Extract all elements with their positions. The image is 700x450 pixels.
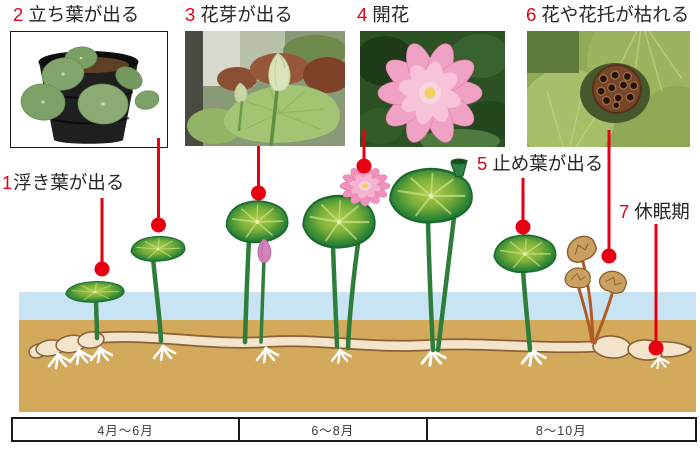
standing-leaf [129,234,187,264]
timeline-table: 4月〜6月 6〜8月 8〜10月 [11,417,697,442]
plant-stems [93,173,533,353]
leaf-pads [64,165,558,305]
stem-stage-5-leaf [425,217,436,353]
leaf-stage-3 [223,197,291,246]
photo-open-bloom [360,31,505,147]
stage-text: 開花 [372,4,410,25]
photo-flower-bud [185,31,345,146]
stage-number: 1 [2,172,13,193]
stopping-leaf [492,232,558,275]
timeline-period-2: 6〜8月 [238,419,426,440]
stem-stage-2 [150,255,164,344]
stage-number: 2 [13,4,24,25]
seed-pod [450,158,468,178]
stage-text: 立ち葉が出る [28,4,140,25]
stage-number: 4 [357,4,368,25]
stem-stage-4-leaf [330,242,340,349]
withered-leaves [564,235,627,294]
photo-dried-seed-head [527,31,690,147]
stage-number: 5 [477,153,488,174]
stem-stage-3-leaf [242,237,252,345]
timeline-period-3: 8〜10月 [425,419,695,440]
stage-number: 6 [526,4,537,25]
stem-stage-6-leaf [520,267,533,353]
stem-stage-3-bud [259,256,266,344]
stage-label-1: 1浮き葉が出る [2,172,125,193]
stage-text: 浮き葉が出る [13,172,125,193]
stage-text: 花芽が出る [200,4,293,25]
open-flower [339,165,391,207]
stage-number: 7 [619,201,630,222]
stage-number: 3 [185,4,196,25]
stage-text: 止め葉が出る [492,153,604,174]
stage-text: 休眠期 [634,201,690,222]
timeline-period-1: 4月〜6月 [97,424,154,438]
photo-standing-leaves [10,31,168,148]
stage-text: 花や花托が枯れる [541,4,690,25]
flower-bud [257,238,272,263]
